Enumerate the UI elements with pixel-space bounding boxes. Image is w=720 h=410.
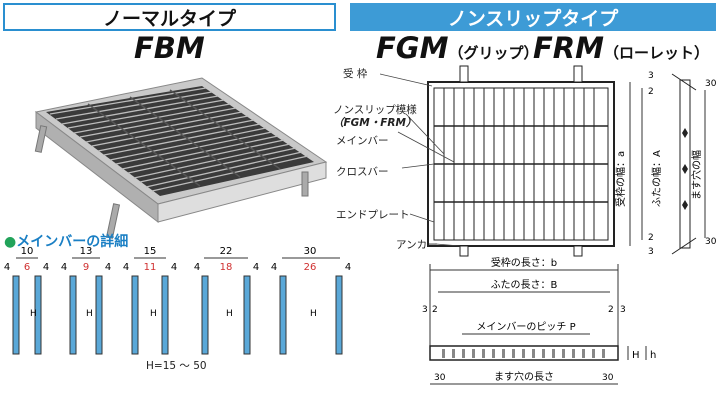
- svg-text:H: H: [86, 309, 93, 319]
- svg-text:H: H: [310, 309, 317, 319]
- bar-gap-18: 18: [220, 262, 233, 273]
- callout-anchor: アンカー: [396, 239, 438, 251]
- bar-detail-10: 10 4 6 4 H: [4, 246, 49, 355]
- bar-gap-6: 6: [24, 262, 30, 273]
- grating-product-image: [34, 77, 328, 239]
- lid-length-dimension: ふたの長さ：B: [491, 279, 558, 291]
- svg-text:3: 3: [422, 305, 428, 315]
- svg-text:4: 4: [171, 262, 177, 273]
- main-bar-detail-diagram: 10 4 6 4 H 13 4 9 4 H 15 4 11 4 H 22 4 1…: [4, 246, 351, 355]
- bar-total-10: 10: [21, 246, 34, 257]
- svg-text:4: 4: [123, 262, 129, 273]
- normal-type-header: ノーマルタイプ: [3, 3, 336, 31]
- frame-width-dimension: 受枠の幅：a: [614, 151, 627, 207]
- svg-text:4: 4: [61, 262, 67, 273]
- svg-text:30: 30: [705, 79, 717, 89]
- bar-total-13: 13: [80, 246, 93, 257]
- svg-text:H: H: [30, 309, 37, 319]
- bar-detail-13: 13 4 9 4 H: [61, 246, 111, 355]
- model-frm: FRM（ローレット）: [533, 31, 710, 65]
- svg-text:30: 30: [434, 373, 446, 383]
- svg-text:30: 30: [705, 237, 717, 247]
- svg-text:H: H: [226, 309, 233, 319]
- pitch-dimension: メインバーのピッチ P: [476, 321, 575, 333]
- svg-text:4: 4: [43, 262, 49, 273]
- svg-text:4: 4: [105, 262, 111, 273]
- svg-text:2: 2: [648, 233, 654, 243]
- svg-text:30: 30: [602, 373, 614, 383]
- svg-text:4: 4: [4, 262, 10, 273]
- bar-detail-22: 22 4 18 4 H: [194, 246, 259, 355]
- grating-section-view: 受枠の長さ：b ふたの長さ：B メインバーのピッチ P 3 2 2 3 30 3…: [422, 256, 656, 385]
- svg-text:4: 4: [345, 262, 351, 273]
- svg-text:4: 4: [194, 262, 200, 273]
- bar-detail-15: 15 4 11 4 H: [123, 246, 177, 355]
- model-fbm: FBM: [134, 31, 205, 65]
- callout-nonslip-pattern: ノンスリップ模様: [333, 104, 417, 116]
- pit-width-dimension: ます穴の幅: [690, 150, 703, 200]
- callout-end-plate: エンドプレート: [336, 209, 410, 221]
- svg-text:3: 3: [648, 247, 654, 257]
- callout-receiving-frame: 受 枠: [343, 68, 368, 80]
- model-fgm: FGM（グリップ）: [376, 31, 539, 65]
- bar-total-15: 15: [144, 246, 157, 257]
- svg-text:2: 2: [648, 87, 654, 97]
- svg-text:3: 3: [620, 305, 626, 315]
- callout-main-bar: メインバー: [336, 135, 389, 147]
- grating-plan-view: 3 2 2 3 30 30 受枠の幅：a ふたの幅：A ます穴の幅: [380, 65, 717, 257]
- bar-gap-26: 26: [304, 262, 317, 273]
- svg-text:3: 3: [648, 71, 654, 81]
- callout-nonslip-models: （FGM・FRM）: [333, 117, 417, 129]
- bar-gap-11: 11: [144, 262, 157, 273]
- callout-cross-bar: クロスバー: [336, 166, 389, 178]
- svg-text:H: H: [150, 309, 157, 319]
- svg-text:H: H: [632, 350, 640, 361]
- bar-total-22: 22: [220, 246, 233, 257]
- svg-text:h: h: [650, 350, 656, 361]
- svg-text:4: 4: [271, 262, 277, 273]
- svg-text:2: 2: [432, 305, 438, 315]
- svg-text:4: 4: [253, 262, 259, 273]
- svg-text:2: 2: [608, 305, 614, 315]
- bar-gap-9: 9: [83, 262, 89, 273]
- main-bar-detail-title: ●メインバーの詳細: [4, 234, 129, 250]
- bar-detail-30: 30 4 26 4 H: [271, 246, 351, 355]
- bar-total-30: 30: [304, 246, 317, 257]
- lid-width-dimension: ふたの幅：A: [650, 150, 663, 207]
- pit-length-dimension: ます穴の長さ: [494, 370, 554, 383]
- nonslip-type-header: ノンスリップタイプ: [350, 3, 716, 31]
- frame-length-dimension: 受枠の長さ：b: [491, 256, 557, 269]
- height-range-label: H=15 ～ 50: [146, 360, 207, 372]
